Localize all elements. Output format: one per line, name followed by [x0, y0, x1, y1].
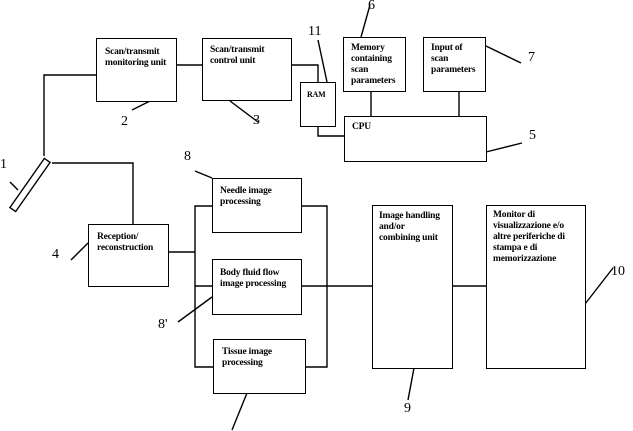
reception-label: Reception/ reconstruction	[97, 232, 153, 254]
leader-tissue	[232, 393, 247, 430]
scan-monitoring-unit: Scan/transmit monitoring unit	[96, 38, 177, 102]
tissue-label: Tissue image processing	[222, 347, 272, 369]
leader-5	[486, 143, 522, 152]
monitor-label: Monitor di visualizzazione e/o altre per…	[493, 210, 565, 265]
scan-monitoring-unit-label: Scan/transmit monitoring unit	[105, 47, 166, 69]
ref-2: 2	[121, 114, 128, 130]
ram-label: RAM	[307, 89, 326, 100]
reception-box: Reception/ reconstruction	[88, 224, 169, 287]
ref-8: 8	[184, 149, 191, 165]
ref-11: 11	[308, 24, 321, 40]
ref-4: 4	[52, 247, 59, 263]
scan-control-unit-label: Scan/transmit control unit	[210, 45, 264, 67]
memory-label: Memory containing scan parameters	[351, 43, 395, 87]
ref-6: 6	[368, 0, 375, 14]
ref-3: 3	[253, 113, 260, 129]
ref-9: 9	[404, 401, 411, 417]
line-control-to-ram	[291, 65, 318, 82]
ref-5: 5	[529, 128, 536, 144]
transducer-probe	[10, 158, 50, 211]
leader-7	[486, 46, 521, 63]
tissue-box: Tissue image processing	[213, 339, 306, 394]
ref-7: 7	[528, 50, 535, 66]
input-box: Input of scan parameters	[423, 37, 486, 92]
image-handling-label: Image handling and/or combining unit	[379, 211, 440, 244]
needle-box: Needle image processing	[212, 178, 302, 233]
monitor-box: Monitor di visualizzazione e/o altre per…	[486, 205, 586, 369]
leader-11	[318, 40, 327, 82]
leader-4	[71, 243, 88, 260]
cpu-box: CPU	[344, 116, 487, 162]
image-handling-box: Image handling and/or combining unit	[372, 205, 453, 369]
needle-label: Needle image processing	[220, 186, 272, 208]
ref-1: 1	[0, 157, 7, 173]
scan-control-unit: Scan/transmit control unit	[202, 38, 292, 101]
body-fluid-box: Body fluid flow image processing	[212, 259, 302, 315]
leader-10	[585, 268, 613, 304]
line-transducer-to-reception	[52, 163, 133, 224]
body-fluid-label: Body fluid flow image processing	[220, 268, 286, 290]
ram-box: RAM	[300, 82, 336, 127]
line-ram-to-cpu	[318, 126, 344, 136]
leader-9	[408, 368, 414, 400]
input-label: Input of scan parameters	[431, 43, 475, 76]
memory-box: Memory containing scan parameters	[343, 37, 406, 92]
leader-2	[132, 101, 150, 110]
ref-8-prime: 8'	[158, 317, 168, 333]
cpu-label: CPU	[352, 122, 371, 133]
leader-8	[195, 171, 212, 178]
line-transducer-to-scan-monitor	[44, 75, 96, 156]
leader-1	[10, 182, 18, 190]
ref-10: 10	[611, 264, 625, 280]
